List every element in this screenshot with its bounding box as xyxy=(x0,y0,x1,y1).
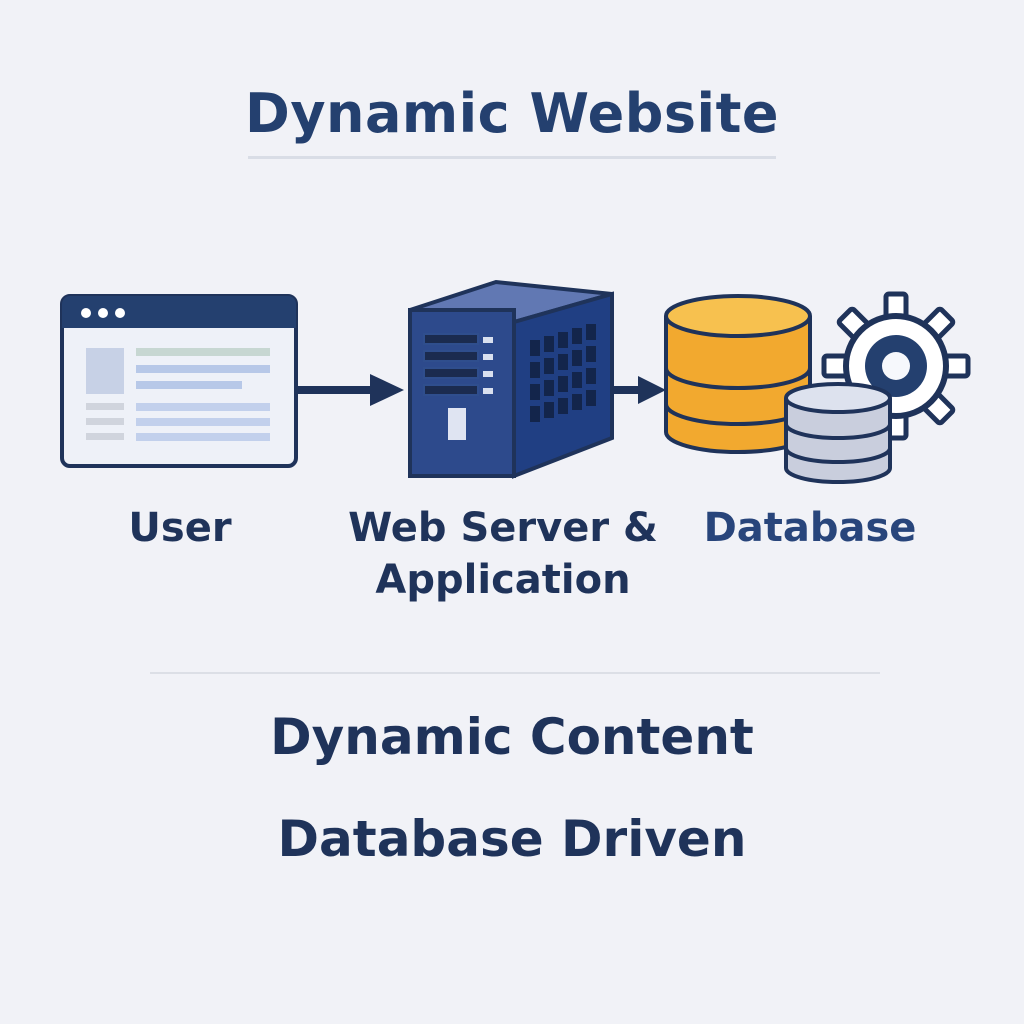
title-divider xyxy=(248,156,776,159)
database-label: Database xyxy=(703,505,917,551)
database-arrow-icon xyxy=(612,376,666,404)
small-database-icon xyxy=(784,382,892,484)
diagram-title: Dynamic Website xyxy=(245,82,779,145)
server-label-text: Web Server & Application xyxy=(348,505,658,603)
feature-database-driven: Database Driven xyxy=(277,810,747,868)
feature-dynamic-content: Dynamic Content xyxy=(270,708,754,766)
section-divider xyxy=(150,672,880,674)
server-icon xyxy=(408,279,614,479)
server-label: Web Server & Application xyxy=(318,502,688,606)
user-label: User xyxy=(128,505,232,551)
database-cylinder-icon xyxy=(664,294,812,454)
request-arrow-icon xyxy=(296,374,404,406)
browser-window-icon xyxy=(60,294,298,468)
